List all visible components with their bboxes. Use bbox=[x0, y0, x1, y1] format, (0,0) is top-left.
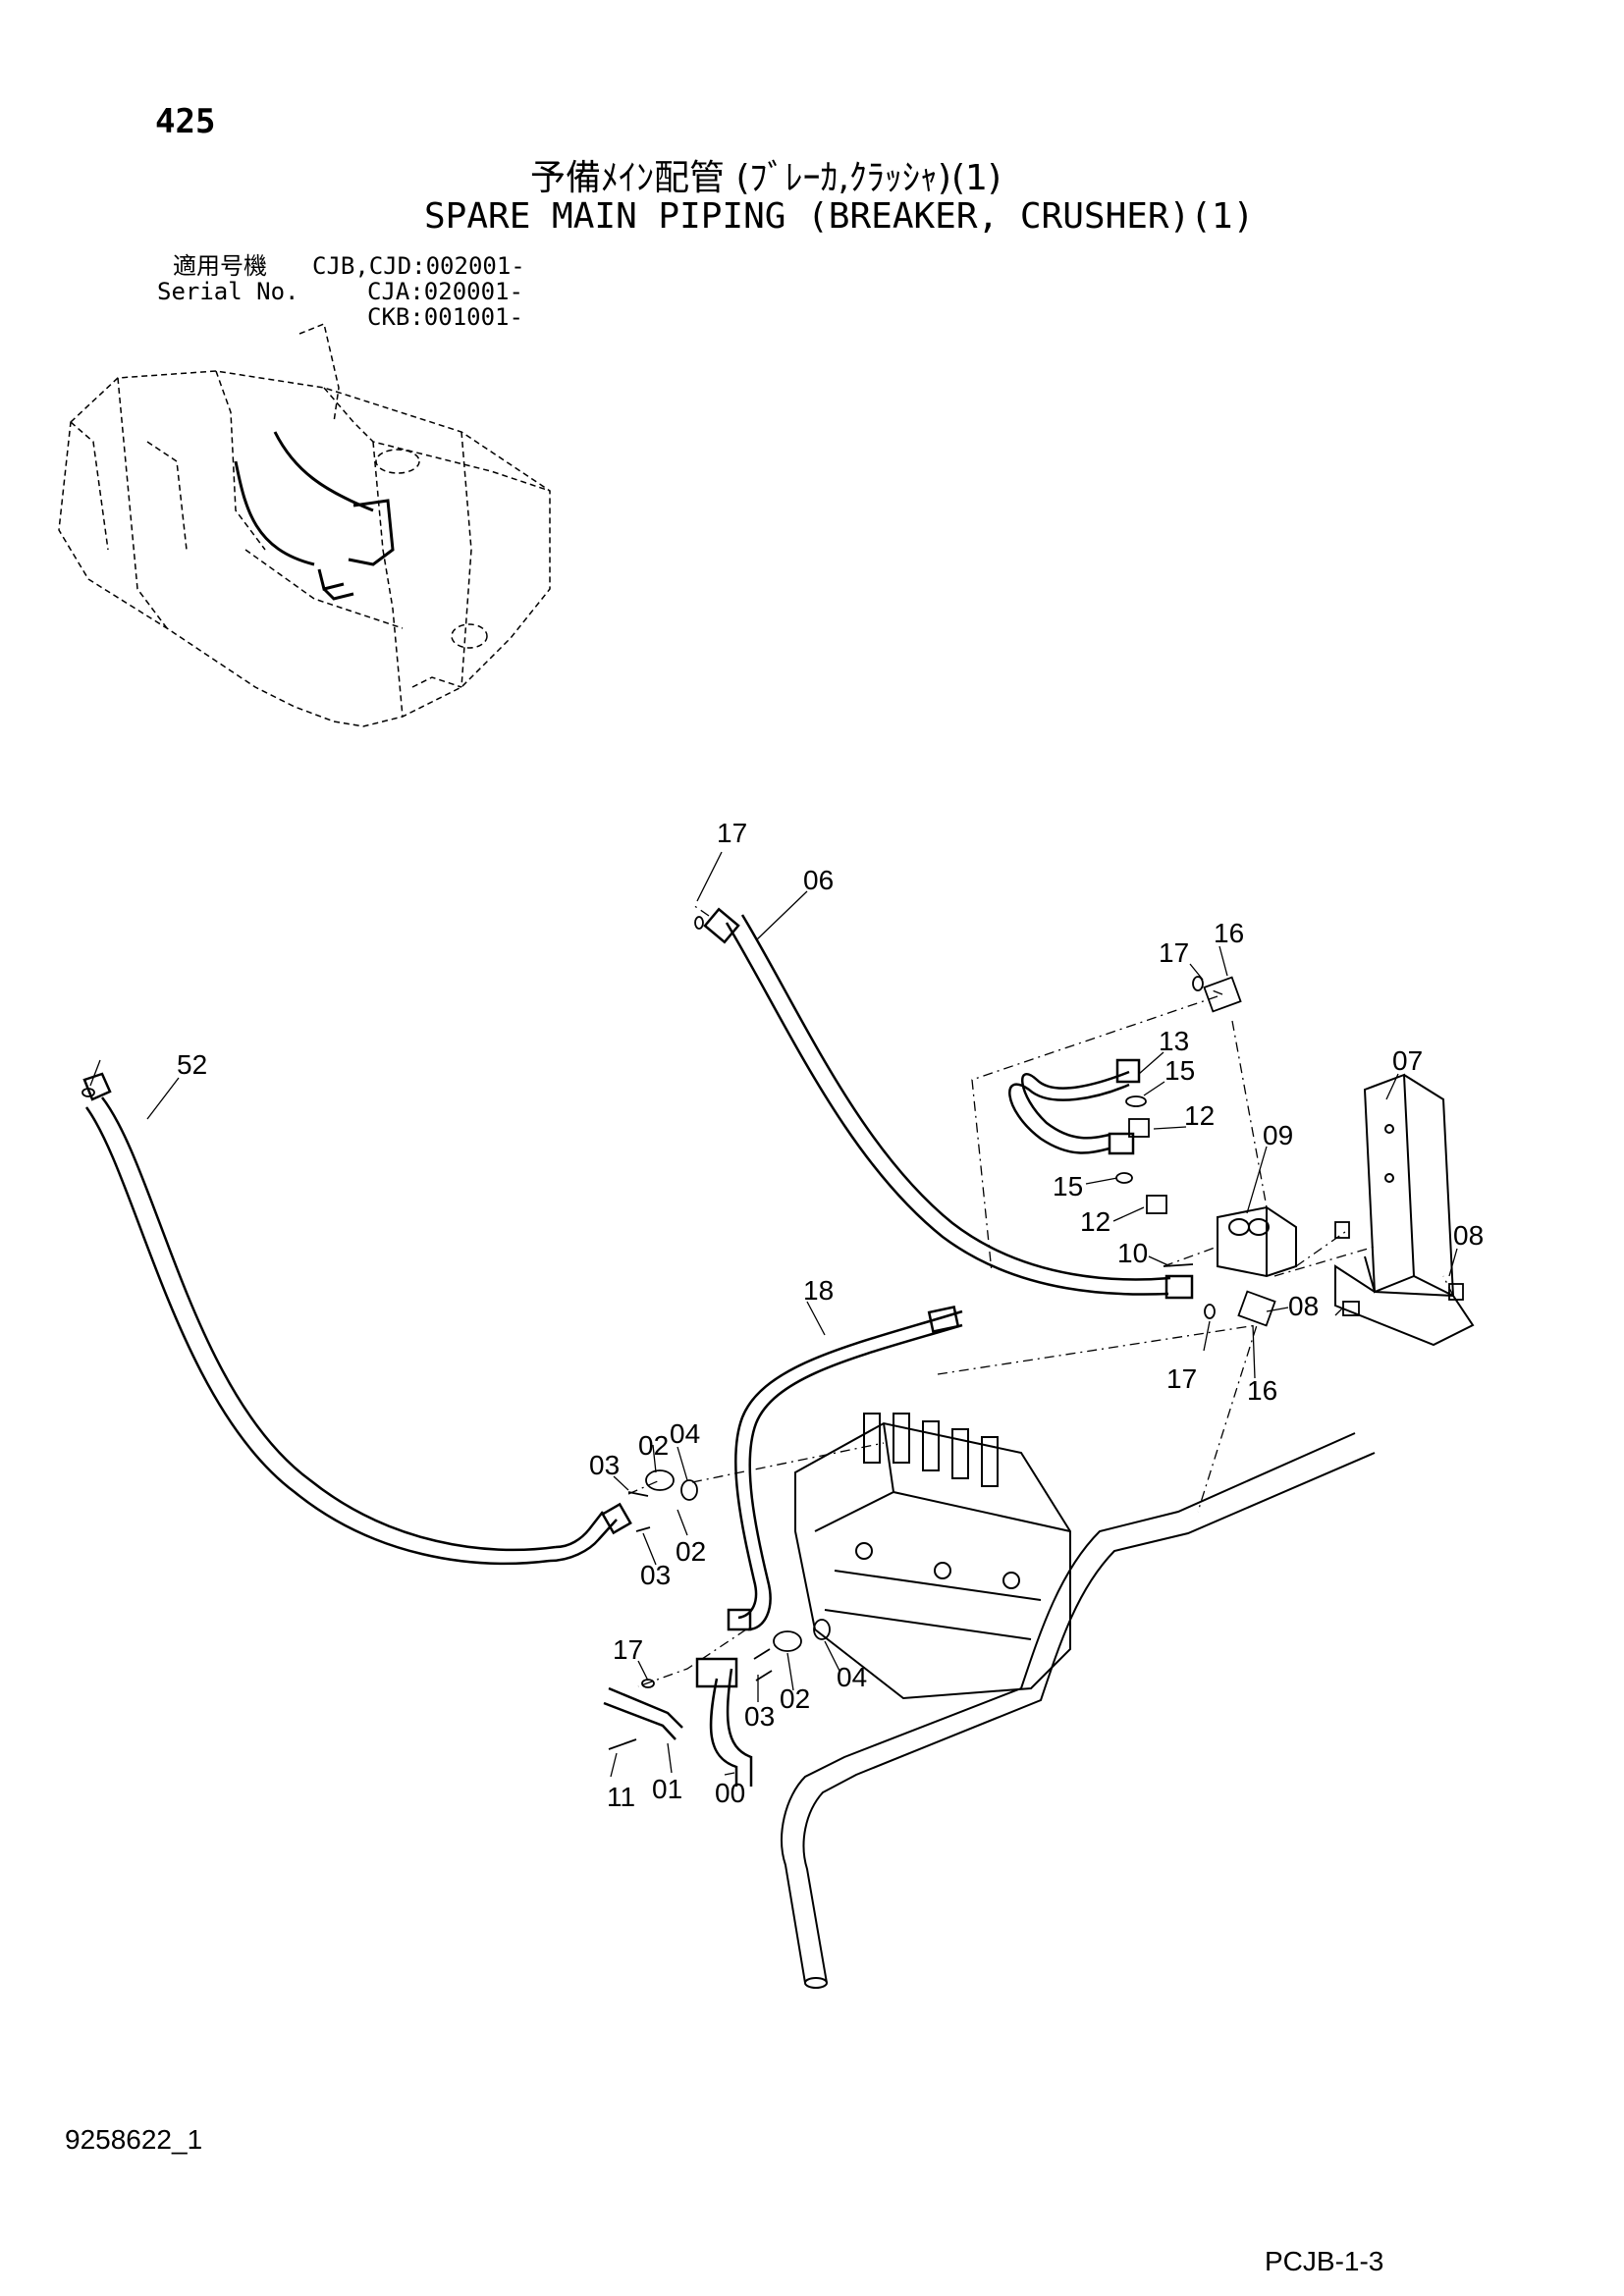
callout-label: 11 bbox=[607, 1782, 635, 1812]
fittings bbox=[81, 916, 1464, 1750]
block-09 bbox=[1217, 1205, 1297, 1278]
callout-label: 17 bbox=[1159, 937, 1189, 968]
callout-label: 04 bbox=[837, 1662, 867, 1692]
overview-hoses bbox=[234, 431, 395, 601]
serial-entry-2: CJA:020001- bbox=[367, 278, 523, 305]
callout-label: 04 bbox=[670, 1418, 700, 1449]
page-code: PCJB-1-3 bbox=[1265, 2246, 1384, 2276]
title-japanese: 予備ﾒｲﾝ配管 (ﾌﾞﾚｰｶ,ｸﾗｯｼｬ)(1) bbox=[530, 158, 1001, 198]
callout-label: 03 bbox=[640, 1560, 671, 1590]
callout-label: 09 bbox=[1263, 1120, 1293, 1150]
callout-label: 12 bbox=[1080, 1206, 1110, 1237]
callout-label: 12 bbox=[1184, 1100, 1215, 1131]
callout-label: 07 bbox=[1392, 1045, 1423, 1076]
callout-labels: 17 06 17 16 52 13 15 07 12 09 15 12 08 1… bbox=[177, 818, 1484, 1812]
bracket-07 bbox=[1334, 1073, 1475, 1347]
callout-label: 02 bbox=[780, 1683, 810, 1714]
serial-label-en: Serial No. bbox=[157, 278, 299, 305]
leader-lines bbox=[89, 851, 1458, 1778]
callout-label: 16 bbox=[1247, 1375, 1277, 1406]
callout-label: 13 bbox=[1159, 1026, 1189, 1056]
hose-52 bbox=[82, 1072, 632, 1566]
callout-label: 17 bbox=[613, 1634, 643, 1665]
callout-label: 03 bbox=[744, 1701, 775, 1732]
pipe-00 bbox=[603, 1657, 753, 1787]
callout-label: 02 bbox=[638, 1430, 669, 1461]
callout-label: 17 bbox=[717, 818, 747, 848]
callout-label: 08 bbox=[1288, 1291, 1319, 1321]
callout-label: 17 bbox=[1166, 1363, 1197, 1394]
callout-label: 06 bbox=[803, 865, 834, 895]
serial-entry-3: CKB:001001- bbox=[367, 303, 523, 331]
callout-label: 16 bbox=[1214, 918, 1244, 948]
serial-label-jp: 適用号機 bbox=[173, 252, 267, 280]
hose-18 bbox=[727, 1306, 963, 1631]
page-number: 425 bbox=[155, 102, 216, 141]
callout-label: 08 bbox=[1453, 1220, 1484, 1251]
callout-label: 52 bbox=[177, 1049, 207, 1080]
serial-entry-1: CJB,CJD:002001- bbox=[312, 252, 525, 280]
frame-pipe bbox=[781, 1432, 1376, 1989]
hose-13 bbox=[1008, 1058, 1141, 1155]
callout-label: 10 bbox=[1117, 1238, 1148, 1268]
callout-label: 02 bbox=[676, 1536, 706, 1567]
callout-label: 00 bbox=[715, 1778, 745, 1808]
document-id: 9258622_1 bbox=[65, 2124, 203, 2155]
callout-label: 15 bbox=[1164, 1055, 1195, 1086]
callout-label: 18 bbox=[803, 1275, 834, 1306]
hose-06 bbox=[703, 907, 1194, 1300]
callout-label: 03 bbox=[589, 1450, 620, 1480]
title-english: SPARE MAIN PIPING (BREAKER, CRUSHER)(1) bbox=[424, 196, 1255, 237]
machine-overview-illustration bbox=[58, 322, 551, 727]
control-valve bbox=[794, 1413, 1071, 1700]
callout-label: 15 bbox=[1053, 1171, 1083, 1201]
assembly-lines bbox=[627, 904, 1454, 1687]
callout-label: 01 bbox=[652, 1774, 682, 1804]
